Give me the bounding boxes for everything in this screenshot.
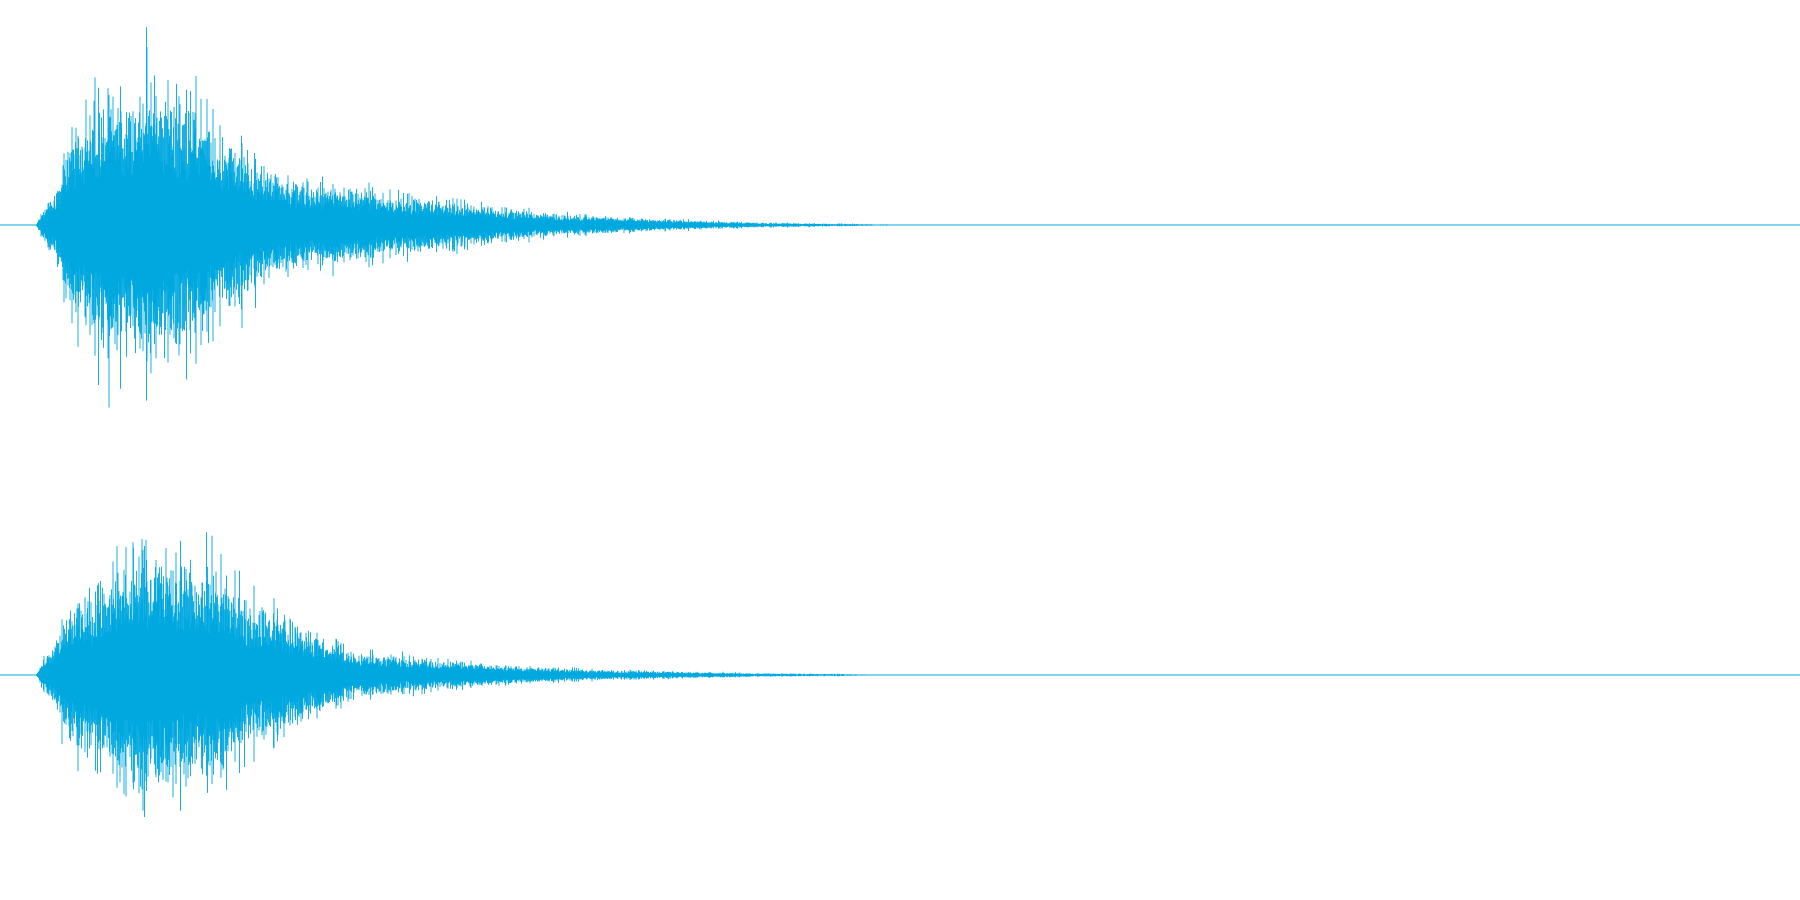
waveform-channel-1 [0,27,1800,408]
channel-1-wave [36,27,932,408]
waveform-channel-2 [0,532,1800,817]
channel-2-wave [36,532,929,817]
